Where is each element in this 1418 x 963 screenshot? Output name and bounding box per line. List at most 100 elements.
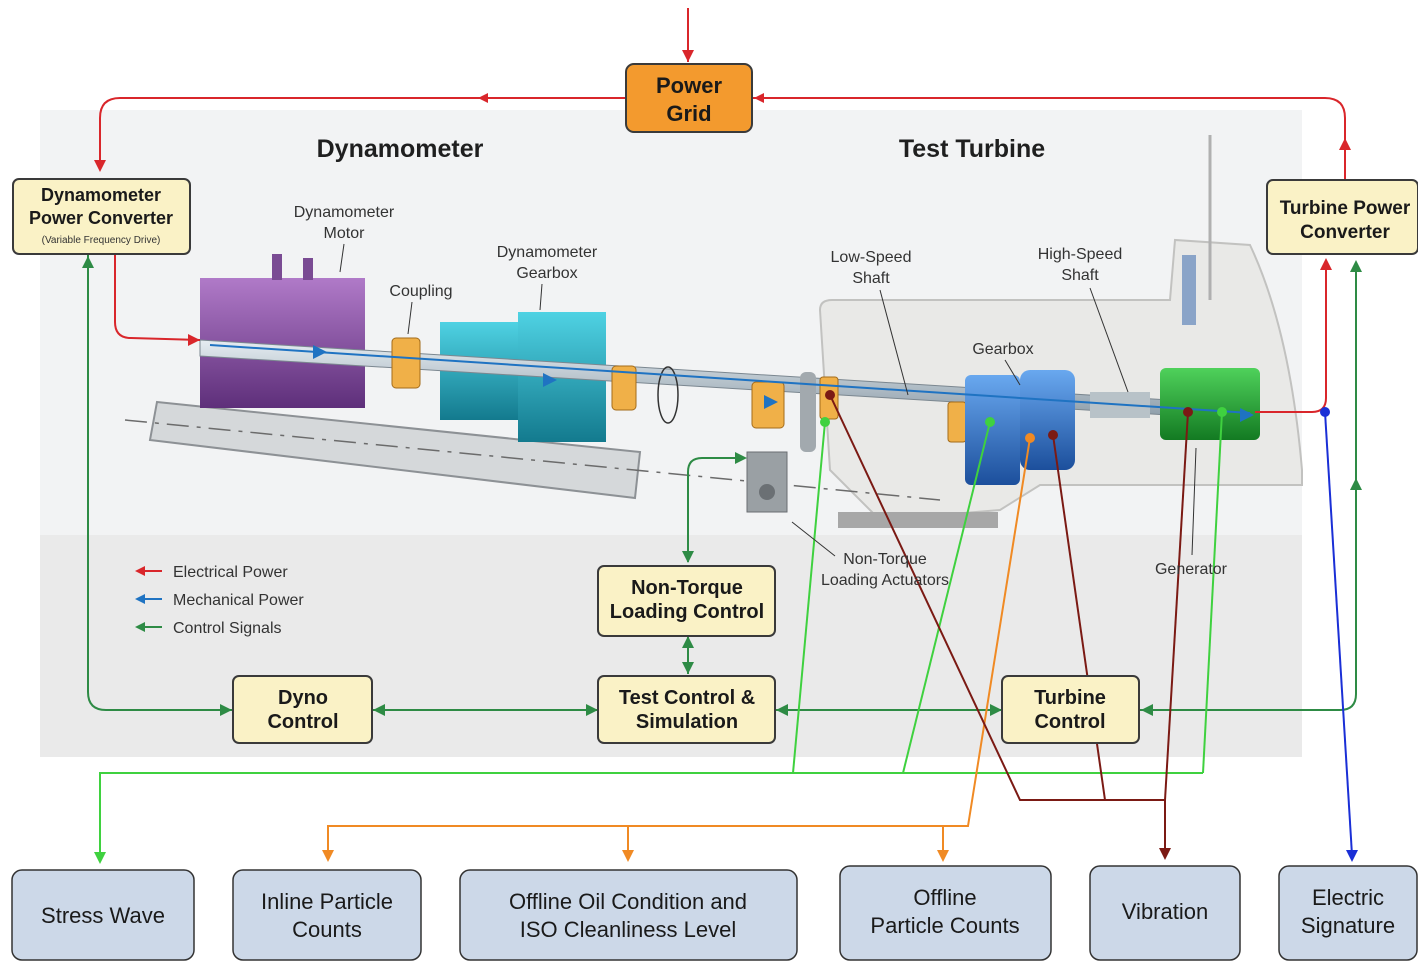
dynamometer-motor-label: Dynamometer Motor bbox=[294, 204, 395, 242]
svg-text:Power Converter: Power Converter bbox=[29, 208, 173, 228]
svg-text:Converter: Converter bbox=[1300, 222, 1390, 243]
coupling-2 bbox=[611, 365, 637, 411]
svg-text:Simulation: Simulation bbox=[636, 711, 738, 733]
svg-text:Test Control &: Test Control & bbox=[619, 687, 755, 709]
control-arrowheads bbox=[82, 256, 1362, 716]
stress-wave-sensors bbox=[820, 407, 1227, 427]
generator-leader bbox=[1191, 447, 1197, 556]
inline-particle-counts-box: Inline Particle Counts bbox=[232, 869, 422, 961]
coupling bbox=[391, 337, 421, 389]
nacelle-fitting bbox=[1182, 255, 1196, 325]
generator bbox=[1160, 368, 1260, 440]
svg-text:Control: Control bbox=[1034, 711, 1105, 733]
coupling-5 bbox=[947, 401, 967, 443]
motor-leader bbox=[339, 243, 345, 273]
svg-text:Low-Speed: Low-Speed bbox=[831, 249, 912, 266]
legend-label: Control Signals bbox=[173, 620, 282, 637]
dyno-gearbox-leader bbox=[539, 283, 543, 311]
svg-text:Dynamometer: Dynamometer bbox=[294, 204, 395, 221]
legend-arrow-icon bbox=[135, 566, 145, 576]
electric-signature-sensor bbox=[1320, 407, 1330, 417]
svg-text:Non-Torque: Non-Torque bbox=[631, 577, 743, 599]
motor-terminal bbox=[272, 254, 282, 280]
svg-text:Turbine: Turbine bbox=[1034, 687, 1106, 709]
offline-particle-counts-box: Offline Particle Counts bbox=[839, 865, 1052, 961]
electrical-arrowheads bbox=[94, 50, 1351, 346]
legend-label: Electrical Power bbox=[173, 564, 288, 581]
rotation-arrow-icon bbox=[657, 366, 679, 424]
dyno-control-box: Dyno Control bbox=[232, 675, 373, 744]
svg-text:Motor: Motor bbox=[324, 225, 366, 242]
turbine-power-converter-box: Turbine Power Converter bbox=[1266, 179, 1418, 255]
coupling-leader bbox=[407, 301, 413, 335]
generator-label: Generator bbox=[1155, 561, 1228, 578]
svg-text:Particle Counts: Particle Counts bbox=[870, 913, 1019, 938]
svg-text:Offline Oil Condition and: Offline Oil Condition and bbox=[509, 889, 747, 914]
svg-text:Signature: Signature bbox=[1301, 913, 1395, 938]
mechanical-power-line bbox=[209, 344, 1251, 414]
electric-signature-box: Electric Signature bbox=[1278, 865, 1418, 961]
legend-item: Electrical Power bbox=[135, 564, 288, 581]
svg-text:Control: Control bbox=[267, 711, 338, 733]
legend-label: Mechanical Power bbox=[173, 592, 304, 609]
svg-text:Loading Control: Loading Control bbox=[610, 601, 764, 623]
svg-text:Inline Particle: Inline Particle bbox=[261, 889, 393, 914]
svg-text:(Variable Frequency Drive): (Variable Frequency Drive) bbox=[42, 235, 161, 246]
turbine-control-box: Turbine Control bbox=[1001, 675, 1140, 744]
power-grid-box: Power Grid bbox=[625, 63, 753, 133]
non-torque-loading-control-box: Non-Torque Loading Control bbox=[597, 565, 776, 637]
low-speed-shaft-label: Low-Speed Shaft bbox=[831, 249, 912, 287]
electric-signature-line bbox=[1324, 411, 1353, 856]
svg-text:ISO Cleanliness Level: ISO Cleanliness Level bbox=[520, 917, 736, 942]
svg-text:High-Speed: High-Speed bbox=[1038, 246, 1123, 263]
centerline bbox=[124, 419, 941, 501]
vibration-box: Vibration bbox=[1089, 865, 1241, 961]
turbine-base bbox=[838, 512, 998, 528]
turbine-gearbox bbox=[965, 375, 1020, 485]
test-control-simulation-box: Test Control & Simulation bbox=[597, 675, 776, 744]
dyno-bed-plate bbox=[148, 400, 642, 500]
svg-text:Counts: Counts bbox=[292, 917, 362, 942]
high-speed-shaft-label: High-Speed Shaft bbox=[1038, 246, 1123, 284]
test-turbine-heading: Test Turbine bbox=[899, 135, 1045, 163]
stress-wave-lines bbox=[99, 411, 1223, 862]
motor-terminal bbox=[303, 258, 313, 280]
svg-text:Dyno: Dyno bbox=[278, 687, 328, 709]
gearbox-leader bbox=[1004, 359, 1021, 386]
svg-text:Shaft: Shaft bbox=[1061, 267, 1099, 284]
actuator-body bbox=[746, 451, 788, 513]
svg-text:Stress Wave: Stress Wave bbox=[41, 903, 165, 928]
offline-oil-condition-box: Offline Oil Condition and ISO Cleanlines… bbox=[459, 869, 798, 961]
svg-text:Gearbox: Gearbox bbox=[516, 265, 577, 282]
svg-text:Loading Actuators: Loading Actuators bbox=[821, 572, 949, 589]
svg-text:Non-Torque: Non-Torque bbox=[843, 551, 927, 568]
vibration-sensors bbox=[825, 390, 1193, 860]
turbine-gearbox-rear bbox=[1020, 370, 1075, 470]
legend-arrow-icon bbox=[135, 622, 145, 632]
actuator-leader bbox=[791, 521, 836, 557]
legend-arrow-icon bbox=[135, 594, 145, 604]
svg-text:Dynamometer: Dynamometer bbox=[41, 185, 161, 205]
svg-text:Turbine Power: Turbine Power bbox=[1280, 198, 1411, 219]
dynamometer-gearbox-label: Dynamometer Gearbox bbox=[497, 244, 598, 282]
non-torque-actuators-label: Non-Torque Loading Actuators bbox=[821, 551, 949, 589]
actuator-pivot bbox=[759, 484, 775, 500]
stress-wave-box: Stress Wave bbox=[11, 869, 195, 961]
legend-item: Control Signals bbox=[135, 620, 282, 637]
low-speed-shaft-leader bbox=[879, 289, 909, 396]
particle-count-arrowheads bbox=[322, 433, 1035, 862]
high-speed-shaft-leader bbox=[1089, 287, 1129, 393]
control-signal-lines bbox=[87, 255, 1357, 711]
svg-text:Electric: Electric bbox=[1312, 885, 1384, 910]
electric-signature-arrowhead bbox=[1346, 850, 1358, 862]
svg-text:Vibration: Vibration bbox=[1122, 899, 1208, 924]
svg-text:Offline: Offline bbox=[913, 885, 976, 910]
main-bearing bbox=[800, 372, 816, 452]
dynamometer-power-converter-box: Dynamometer Power Converter (Variable Fr… bbox=[12, 178, 191, 255]
dynamometer-heading: Dynamometer bbox=[317, 135, 484, 163]
svg-text:Dynamometer: Dynamometer bbox=[497, 244, 598, 261]
svg-text:Shaft: Shaft bbox=[852, 270, 890, 287]
gearbox-label: Gearbox bbox=[972, 341, 1033, 358]
